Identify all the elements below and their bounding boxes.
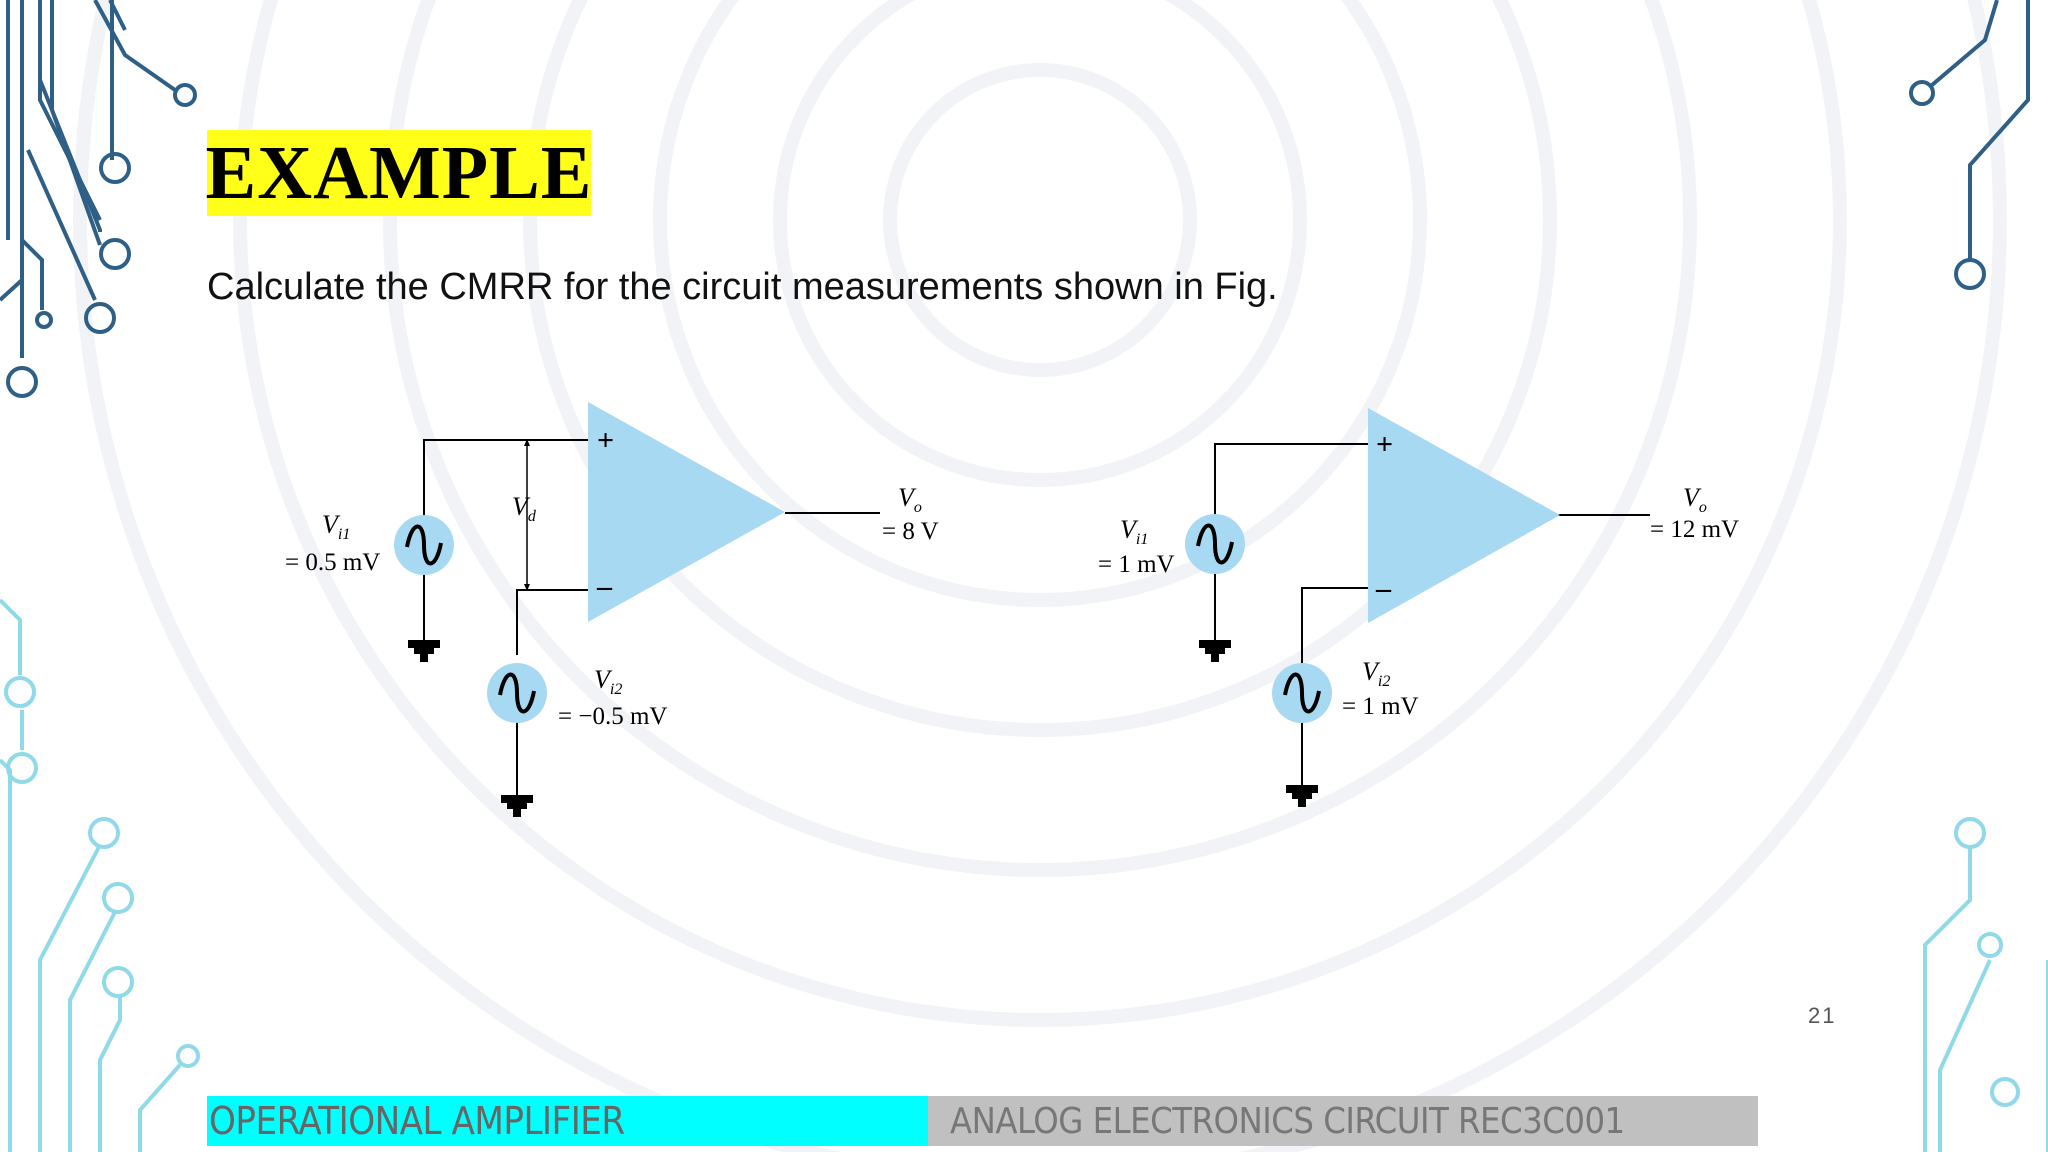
circuit-left: + – Vi1 = 0.5 mV <box>285 402 939 817</box>
footer-topic: OPERATIONAL AMPLIFIER <box>209 1099 625 1143</box>
vi2-label: Vi2 <box>1362 657 1390 690</box>
ground-icon <box>1286 785 1318 807</box>
ac-source-icon <box>1272 663 1332 723</box>
vi1-value: = 1 mV <box>1098 551 1175 578</box>
ac-source-icon <box>394 515 454 575</box>
ground-icon <box>408 640 440 662</box>
vd-label: Vd <box>512 492 537 525</box>
vo-label: Vo <box>1683 483 1707 516</box>
vo-label: Vo <box>898 483 922 516</box>
opamp-icon <box>588 402 785 622</box>
opamp-minus-label: – <box>596 570 613 603</box>
vo-value: = 12 mV <box>1650 516 1739 543</box>
vi2-label: Vi2 <box>594 665 622 698</box>
vi1-value: = 0.5 mV <box>285 549 380 576</box>
ground-icon <box>1199 640 1231 662</box>
vi2-value: = −0.5 mV <box>558 703 667 730</box>
page-number: 21 <box>1808 1003 1837 1028</box>
circuit-right: + – Vi1 = 1 mV <box>1098 408 1739 807</box>
vi1-label: Vi1 <box>322 510 350 543</box>
opamp-plus-label: + <box>597 424 614 457</box>
opamp-plus-label: + <box>1376 428 1393 461</box>
vi1-label: Vi1 <box>1120 515 1148 548</box>
ac-source-icon <box>1185 514 1245 574</box>
opamp-minus-label: – <box>1375 572 1392 605</box>
title-highlight: EXAMPLE <box>205 130 593 216</box>
footer-right-band: ANALOG ELECTRONICS CIRCUIT REC3C001 <box>928 1096 1758 1146</box>
footer-course: ANALOG ELECTRONICS CIRCUIT REC3C001 <box>950 1100 1625 1142</box>
vo-value: = 8 V <box>882 518 939 545</box>
problem-statement: Calculate the CMRR for the circuit measu… <box>207 266 1278 308</box>
footer-left-band: OPERATIONAL AMPLIFIER <box>207 1096 928 1146</box>
ground-icon <box>501 795 533 817</box>
slide-title: EXAMPLE <box>205 131 593 215</box>
opamp-icon <box>1368 408 1560 623</box>
vi2-value: = 1 mV <box>1342 693 1419 720</box>
ac-source-icon <box>487 663 547 723</box>
